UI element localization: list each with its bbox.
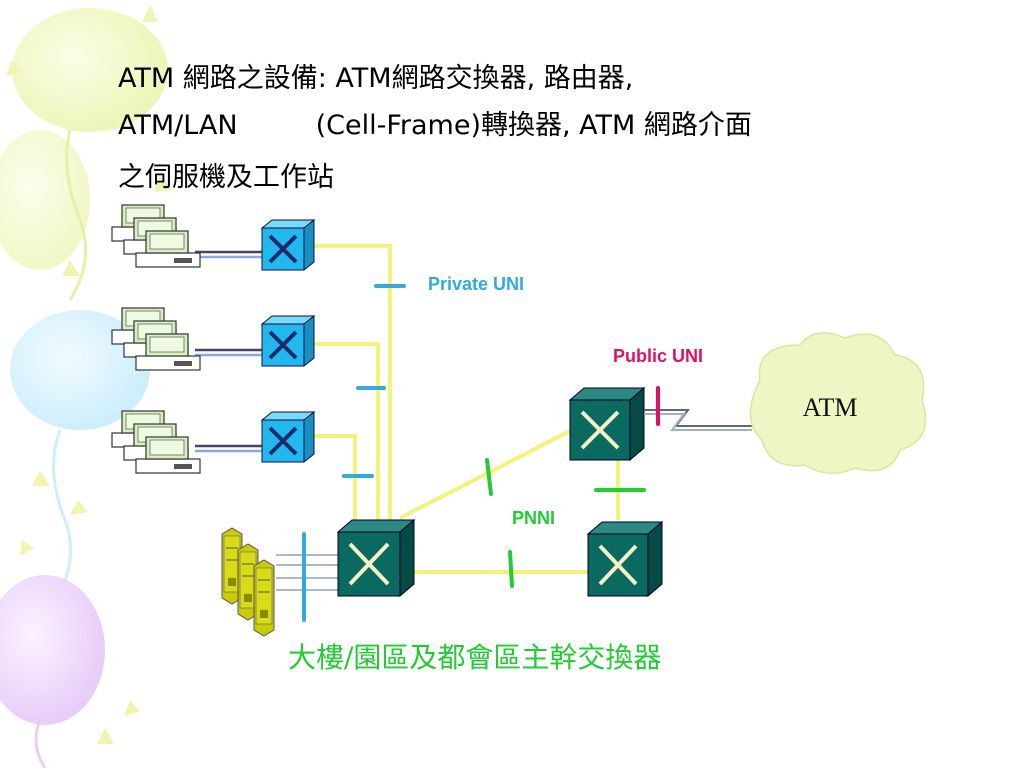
workstation-group-3 xyxy=(111,410,201,474)
backbone-switch-lower xyxy=(586,520,664,598)
yellow-balloon xyxy=(0,8,168,301)
atm-cloud: ATM xyxy=(749,332,927,474)
workstation-group-2 xyxy=(111,307,201,371)
decorative-stars xyxy=(6,5,172,744)
private-uni-markers xyxy=(302,284,406,622)
private-uni-label: Private UNI xyxy=(428,274,524,294)
access-switch-2 xyxy=(260,314,316,368)
title-line-1: ATM 網路之設備: ATM網路交換器, 路由器, xyxy=(118,63,634,94)
title-line-2-part-a: ATM/LAN xyxy=(118,110,238,141)
server-group xyxy=(221,527,275,637)
server-links xyxy=(276,554,338,591)
backbone-caption: 大樓/園區及都會區主幹交換器 xyxy=(288,641,662,674)
purple-balloon xyxy=(0,575,105,768)
title-line-3: 之伺服機及工作站 xyxy=(118,162,334,193)
access-switch-1 xyxy=(260,218,316,272)
backbone-switch-upper xyxy=(568,386,646,462)
pnni-label: PNNI xyxy=(512,508,555,528)
title-line-2: ATM/LAN (Cell-Frame)轉換器, ATM 網路介面 xyxy=(118,103,752,142)
backbone-switch-main xyxy=(336,518,416,598)
title-line-2-part-b: (Cell-Frame)轉換器, ATM 網路介面 xyxy=(315,110,752,141)
workstation-group-1 xyxy=(111,204,201,268)
pc-links xyxy=(195,250,262,453)
public-link xyxy=(644,409,752,431)
pnni-markers xyxy=(485,458,646,588)
public-uni-label: Public UNI xyxy=(613,346,703,366)
access-switch-3 xyxy=(260,410,316,464)
atm-cloud-label: ATM xyxy=(803,393,858,422)
